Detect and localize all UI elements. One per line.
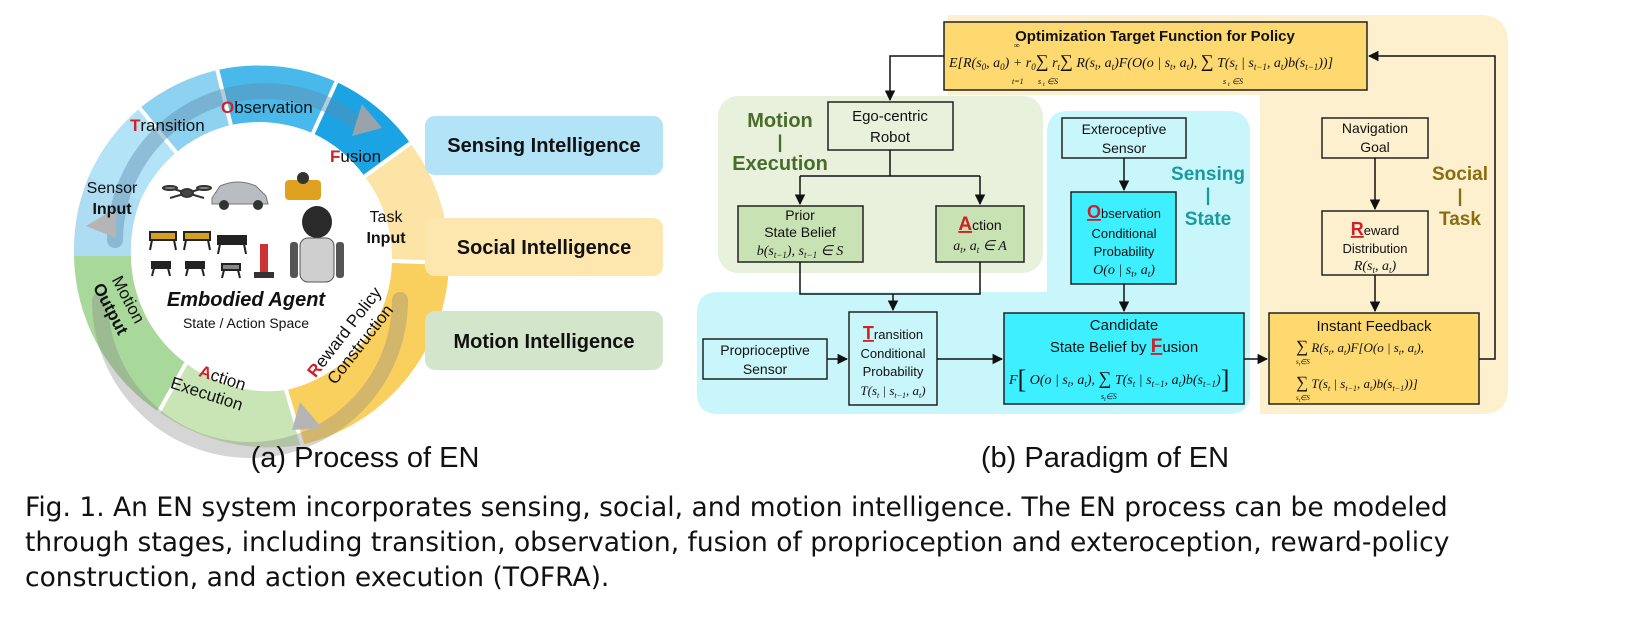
transition-probability: Probability bbox=[863, 364, 924, 379]
observation-conditional: Conditional bbox=[1091, 226, 1156, 241]
ring-label-sensor-input: Input bbox=[92, 201, 132, 218]
transition-label: Transition bbox=[863, 323, 923, 343]
panel-b-caption: (b) Paradigm of EN bbox=[981, 442, 1229, 474]
figure-caption: Fig. 1. An EN system incorporates sensin… bbox=[25, 490, 1625, 595]
embodied-agent-title: Embodied Agent bbox=[167, 289, 326, 311]
ring-segment-motion-output bbox=[74, 256, 186, 412]
optimization-target-title: Optimization Target Function for Policy bbox=[1015, 28, 1295, 45]
state-belief-by-fusion-label: State Belief by Fusion bbox=[1050, 336, 1198, 357]
transition-box bbox=[848, 311, 938, 406]
execution-region-label: Execution bbox=[732, 153, 828, 175]
arrowhead-icon bbox=[352, 104, 382, 136]
prior-label: Prior bbox=[785, 207, 815, 223]
motion-intelligence-box bbox=[425, 311, 663, 370]
action-box bbox=[935, 205, 1025, 263]
motion-intelligence-label: Motion Intelligence bbox=[453, 331, 634, 353]
panel-a-caption: (a) Process of EN bbox=[251, 442, 480, 474]
exteroceptive-label: Exteroceptive bbox=[1082, 121, 1167, 137]
social-region-label: Social bbox=[1432, 164, 1488, 185]
candidate-state-belief-box bbox=[1003, 312, 1245, 405]
sensing-intelligence-box bbox=[425, 116, 663, 175]
state-belief-label: State Belief bbox=[764, 224, 836, 240]
panel-a-process-ring: Transition Observation Fusion Sensor Inp… bbox=[73, 65, 450, 458]
reward-label: Reward bbox=[1351, 219, 1399, 239]
social-intelligence-box bbox=[425, 218, 663, 276]
drone-icon bbox=[162, 185, 212, 199]
panel-b-paradigm: Motion | Execution Sensing | State Socia… bbox=[697, 15, 1508, 414]
ring-flow-arrow-lower bbox=[92, 292, 408, 458]
ring-label-task-input: Input bbox=[366, 230, 406, 247]
candidate-label: Candidate bbox=[1090, 317, 1158, 334]
sensing-intelligence-label: Sensing Intelligence bbox=[447, 135, 640, 157]
quadruped-robot-icon bbox=[149, 231, 247, 279]
arrowhead-icon bbox=[292, 402, 322, 430]
task-region-label: Task bbox=[1439, 209, 1481, 230]
ring-segment-observation bbox=[217, 65, 337, 134]
motion-region-divider: | bbox=[777, 132, 782, 152]
robot-images bbox=[149, 172, 344, 283]
embodied-agent-subtitle: State / Action Space bbox=[183, 315, 309, 331]
humanoid-robot-icon bbox=[290, 206, 344, 283]
prior-state-belief-box bbox=[737, 205, 864, 263]
ring-segment-transition bbox=[139, 70, 231, 153]
caption-line: construction, and action execution (TOFR… bbox=[25, 562, 610, 593]
ring-segment-sensor-input bbox=[88, 108, 177, 201]
navigation-label: Navigation bbox=[1342, 120, 1408, 136]
observation-label: Observation bbox=[1087, 202, 1161, 222]
ring-label-observation: Observation bbox=[221, 98, 313, 117]
manipulator-robot-icon bbox=[254, 244, 274, 278]
social-intelligence-label: Social Intelligence bbox=[457, 237, 632, 259]
observation-box bbox=[1070, 191, 1177, 285]
transition-conditional: Conditional bbox=[860, 346, 925, 361]
arrowhead-icon bbox=[86, 208, 116, 238]
ring-label-task: Task bbox=[370, 209, 404, 226]
caption-line: Fig. 1. An EN system incorporates sensin… bbox=[25, 492, 1448, 523]
transition-formula: T(st | st−1, at) bbox=[860, 383, 925, 400]
car-icon bbox=[211, 181, 269, 210]
feedback-formula-line2: ∑ T(st | st−1, at)b(st−1))] bbox=[1296, 373, 1418, 393]
exteroceptive-sensor-box bbox=[1061, 117, 1187, 159]
proprioceptive-sensor-box bbox=[702, 338, 828, 380]
goal-label: Goal bbox=[1360, 139, 1390, 155]
caption-line: through stages, including transition, ob… bbox=[25, 527, 1450, 558]
ego-centric-robot-box bbox=[827, 101, 954, 151]
ring-segment-action bbox=[158, 363, 303, 448]
observation-formula: O(o | st, at) bbox=[1093, 263, 1155, 279]
reward-distribution-label: Distribution bbox=[1342, 241, 1407, 256]
robot-label: Robot bbox=[870, 129, 911, 146]
observation-probability: Probability bbox=[1094, 244, 1155, 259]
instant-feedback-box bbox=[1268, 312, 1480, 405]
state-region-label: State bbox=[1185, 209, 1231, 230]
ring-label-transition: Transition bbox=[130, 116, 205, 135]
action-label: Action bbox=[958, 214, 1001, 235]
optimization-target-box bbox=[943, 21, 1368, 91]
ego-centric-label: Ego-centric bbox=[852, 108, 928, 125]
ring-flow-arrow-upper bbox=[107, 83, 368, 248]
social-region-divider: | bbox=[1457, 186, 1462, 206]
action-formula: at, at ∈ A bbox=[953, 239, 1007, 255]
delivery-robot-icon bbox=[285, 172, 321, 200]
ring-label-sensor: Sensor bbox=[87, 180, 138, 197]
fusion-formula-limits: st∈S bbox=[1101, 392, 1117, 403]
prior-formula: b(st−1), st−1 ∈ S bbox=[757, 244, 844, 260]
proprioceptive-label: Proprioceptive bbox=[720, 342, 810, 358]
motion-region-label: Motion bbox=[747, 110, 813, 132]
instant-feedback-title: Instant Feedback bbox=[1316, 318, 1432, 335]
flow-connectors bbox=[794, 50, 1496, 365]
exteroceptive-sensor-label: Sensor bbox=[1102, 140, 1147, 156]
feedback-formula-line1: ∑ R(st, at)F[O(o | st, at), bbox=[1296, 337, 1424, 357]
optimization-formula: E[R(s0, a0) + r0∑ rt∑ R(st, at)F(O(o | s… bbox=[948, 51, 1333, 72]
sensing-region-label: Sensing bbox=[1171, 164, 1245, 185]
intelligence-labels: Sensing Intelligence Social Intelligence… bbox=[425, 116, 663, 370]
proprioceptive-sensor-label: Sensor bbox=[743, 361, 788, 377]
sensing-region-divider: | bbox=[1205, 185, 1210, 205]
reward-formula: R(st, at) bbox=[1353, 259, 1397, 275]
ring-label-fusion: Fusion bbox=[330, 147, 381, 166]
ring-segment-reward bbox=[286, 261, 449, 445]
